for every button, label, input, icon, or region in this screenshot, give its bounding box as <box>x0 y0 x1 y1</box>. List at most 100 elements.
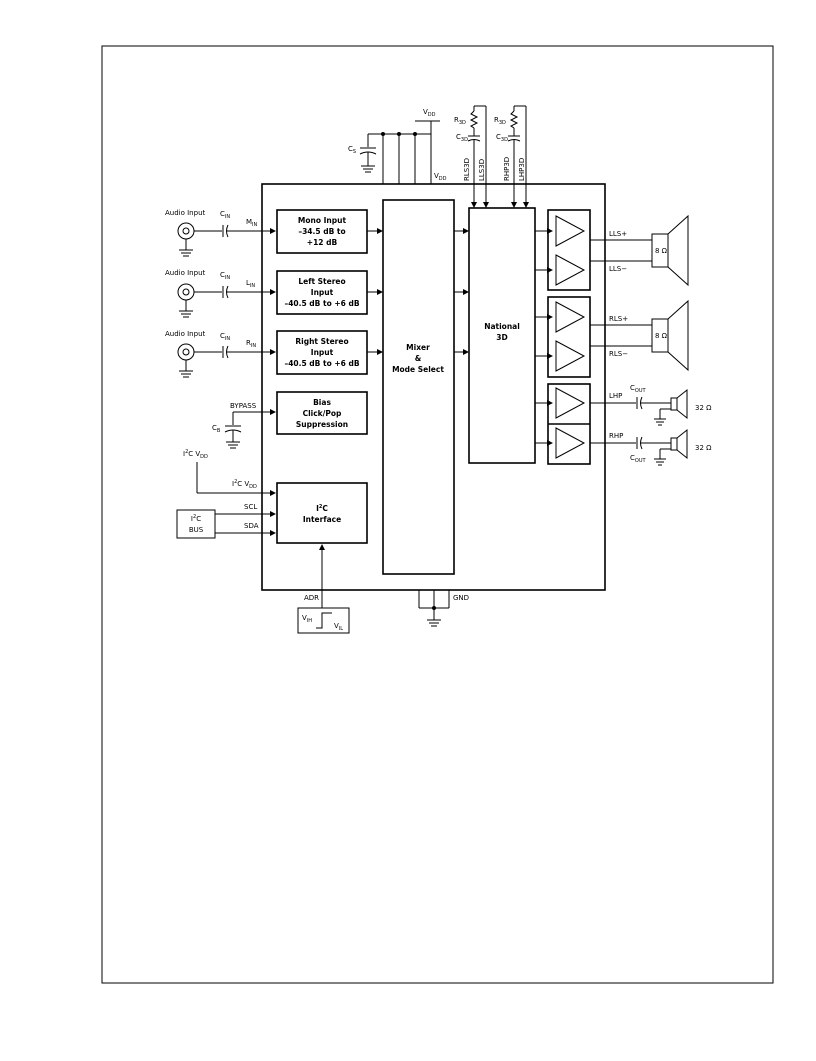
rhp-label: RHP <box>609 432 623 440</box>
pin-rls3d: RLS3D <box>463 158 471 181</box>
bypass-section: BYPASS CB <box>212 402 276 449</box>
svg-text:Suppression: Suppression <box>296 420 348 429</box>
svg-text:I2C: I2C <box>316 504 328 513</box>
mono-input-block: Mono Input –34.5 dB to +12 dB <box>276 209 368 254</box>
svg-text:I2C: I2C <box>191 514 201 523</box>
lin-label: LIN <box>246 279 255 289</box>
rca-jack-icon <box>177 222 195 240</box>
svg-text:Input: Input <box>311 348 334 357</box>
speaker-ohm-label: 8 Ω <box>655 332 668 340</box>
headphone-icon <box>670 437 678 451</box>
vdd-top-label: VDD <box>423 108 436 118</box>
cs-label: CS <box>348 145 356 155</box>
i2c-bus-section: I2C VDD I2C VDD I2C BUS SCL SDA <box>176 449 276 539</box>
bypass-label: BYPASS <box>230 402 257 410</box>
page-border <box>101 45 774 984</box>
amplifier-icon <box>555 215 586 247</box>
left-stereo-block: Left Stereo Input –40.5 dB to +6 dB <box>276 270 368 315</box>
lls-pos-label: LLS+ <box>609 230 627 238</box>
svg-text:3D: 3D <box>496 333 507 342</box>
svg-text:Mode Select: Mode Select <box>392 365 444 374</box>
sda-label: SDA <box>244 522 259 530</box>
speaker-icon <box>651 233 669 268</box>
vih-label: VIH <box>302 614 312 624</box>
speaker-ohm-label: 8 Ω <box>655 247 668 255</box>
vdd-chip-label: VDD <box>434 172 447 182</box>
speaker-icon <box>651 318 669 353</box>
rin-label: RIN <box>246 339 256 349</box>
pin-lhp3d: LHP3D <box>518 158 526 181</box>
c3d-label-left: C3D <box>456 133 468 143</box>
audio-input-label: Audio Input <box>165 330 206 338</box>
vil-label: VIL <box>334 622 343 632</box>
lhp-label: LHP <box>609 392 622 400</box>
hp-ohm-label: 32 Ω <box>695 404 712 412</box>
cin-label: CIN <box>220 271 230 281</box>
rls-pos-label: RLS+ <box>609 315 628 323</box>
r3d-label-right: R3D <box>494 116 506 126</box>
rca-jack-icon <box>177 283 195 301</box>
amplifier-groups <box>535 209 591 465</box>
speaker-left: LLS+ LLS− 8 Ω <box>590 214 689 287</box>
hp-ohm-label: 32 Ω <box>695 444 712 452</box>
headphone-right: RHP COUT 32 Ω <box>590 428 712 466</box>
adr-label: ADR <box>304 594 319 602</box>
speaker-right: RLS+ RLS− 8 Ω <box>590 299 689 372</box>
amplifier-icon <box>555 254 586 286</box>
lls-neg-label: LLS− <box>609 265 627 273</box>
input-right: Audio Input CIN RIN <box>165 330 276 378</box>
svg-text:&: & <box>415 354 422 363</box>
rca-jack-icon <box>177 343 195 361</box>
amplifier-icon <box>555 301 586 333</box>
rls-neg-label: RLS− <box>609 350 628 358</box>
cout-label: COUT <box>630 384 646 394</box>
amplifier-icon <box>555 387 586 419</box>
amplifier-icon <box>555 427 586 459</box>
cb-label: CB <box>212 424 221 434</box>
supply-section: VDD CS VDD <box>348 108 447 184</box>
audio-input-label: Audio Input <box>165 209 206 217</box>
mixer-to-3d-arrows <box>454 228 469 355</box>
pin-lls3d: LLS3D <box>478 159 486 181</box>
i2c-vdd-in-label: I2C VDD <box>232 479 257 490</box>
svg-text:Right Stereo: Right Stereo <box>295 337 348 346</box>
block-to-mixer-arrows <box>367 228 383 355</box>
svg-text:Bias: Bias <box>313 398 331 407</box>
svg-text:–34.5 dB to: –34.5 dB to <box>298 227 345 236</box>
i2c-bus-box <box>176 509 216 539</box>
i2c-vdd-ext-label: I2C VDD <box>183 449 208 460</box>
amplifier-icon <box>555 340 586 372</box>
three-d-network: R3D C3D R3D C3D RLS3D LLS3D RHP3D LHP3D <box>454 105 529 208</box>
input-mono: Audio Input CIN MIN <box>165 209 276 257</box>
adr-section: ADR VIH VIL <box>297 544 350 634</box>
svg-text:National: National <box>484 322 520 331</box>
svg-text:–40.5 dB to +6 dB: –40.5 dB to +6 dB <box>284 359 359 368</box>
c3d-label-right: C3D <box>496 133 508 143</box>
r3d-label-left: R3D <box>454 116 466 126</box>
svg-text:+12 dB: +12 dB <box>307 238 338 247</box>
mixer-block: Mixer & Mode Select <box>382 199 455 575</box>
i2c-interface-block: I2C Interface <box>276 482 368 544</box>
scl-label: SCL <box>244 503 257 511</box>
svg-text:Click/Pop: Click/Pop <box>303 409 342 418</box>
cin-label: CIN <box>220 332 230 342</box>
bias-block: Bias Click/Pop Suppression <box>276 391 368 435</box>
svg-text:Mixer: Mixer <box>406 343 430 352</box>
min-label: MIN <box>246 218 258 228</box>
headphone-left: LHP COUT 32 Ω <box>590 384 712 426</box>
input-left: Audio Input CIN LIN <box>165 269 276 318</box>
svg-text:Input: Input <box>311 288 334 297</box>
svg-text:Mono Input: Mono Input <box>298 216 347 225</box>
gnd-label: GND <box>453 594 469 602</box>
adr-logic-box <box>297 607 350 634</box>
cin-label: CIN <box>220 210 230 220</box>
headphone-icon <box>670 397 678 411</box>
right-stereo-block: Right Stereo Input –40.5 dB to +6 dB <box>276 330 368 375</box>
svg-text:Left Stereo: Left Stereo <box>298 277 345 286</box>
audio-input-label: Audio Input <box>165 269 206 277</box>
svg-text:Interface: Interface <box>303 515 341 524</box>
svg-text:BUS: BUS <box>189 526 204 534</box>
gnd-section: GND <box>418 590 469 627</box>
